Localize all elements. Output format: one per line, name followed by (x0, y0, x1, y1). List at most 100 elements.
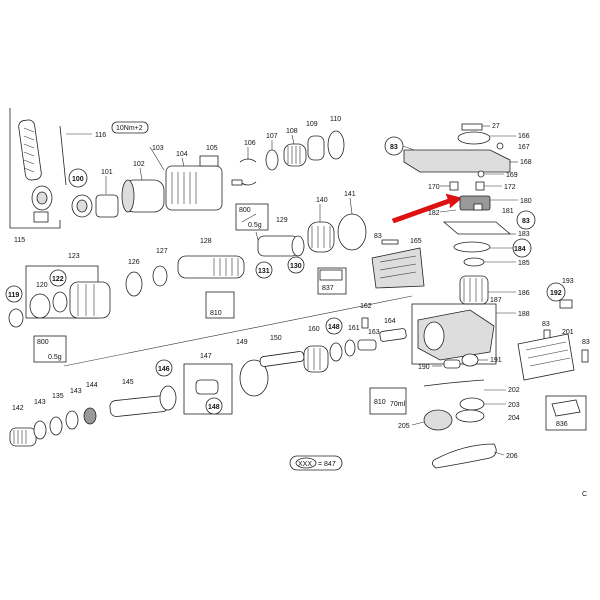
label-116: 116 (95, 132, 106, 139)
part-150 (259, 351, 305, 367)
part-206 (432, 443, 497, 469)
torque-note: 10Nm+2 (116, 125, 143, 132)
label-190: 190 (418, 364, 430, 371)
part-172 (475, 181, 485, 191)
part-201 (517, 333, 575, 381)
footer-mark: C (582, 491, 587, 498)
part-110 (327, 130, 345, 160)
label-83-e: 83 (582, 339, 590, 346)
label-143-a: 143 (34, 399, 46, 406)
part-141 (337, 213, 367, 251)
label-126: 126 (128, 259, 140, 266)
part-202 (423, 379, 485, 387)
callout-146 (155, 359, 173, 377)
label-164: 164 (384, 318, 396, 325)
part-167 (496, 142, 504, 150)
part-105 (199, 155, 219, 167)
callout-130 (287, 256, 305, 274)
label-203: 203 (508, 402, 520, 409)
label-161: 161 (348, 325, 360, 332)
label-147: 147 (200, 353, 212, 360)
label-837: 837 (322, 285, 334, 292)
part-127 (152, 265, 168, 287)
label-183: 183 (518, 231, 530, 238)
part-104 (165, 165, 223, 211)
label-186: 186 (518, 290, 530, 297)
label-201: 201 (562, 329, 574, 336)
torque-note-box (111, 121, 149, 134)
part-162 (361, 317, 369, 329)
label-187: 187 (490, 297, 502, 304)
label-83-b: 83 (522, 218, 530, 225)
label-192: 192 (550, 290, 562, 297)
label-110: 110 (330, 116, 341, 123)
part-100-circle (68, 168, 88, 188)
part-126 (125, 271, 143, 297)
label-102: 102 (133, 161, 145, 168)
part-169 (477, 170, 485, 178)
grease-box-2 (33, 335, 67, 363)
part-836 (551, 399, 581, 417)
label-148-a: 148 (208, 404, 220, 411)
label-143-b: 143 (70, 388, 82, 395)
label-105: 105 (206, 145, 218, 152)
label-104: 104 (176, 151, 188, 158)
part-183 (442, 221, 512, 235)
part-184 (453, 241, 491, 253)
label-193: 193 (562, 278, 574, 285)
part-140 (307, 221, 335, 253)
label-131: 131 (258, 268, 270, 275)
label-184: 184 (514, 246, 526, 253)
label-810-a: 810 (210, 310, 222, 317)
part-135 (49, 416, 63, 436)
part-185 (463, 257, 485, 267)
callout-148-b (325, 317, 343, 335)
part-161 (344, 339, 356, 357)
part-147 (195, 379, 219, 395)
label-140: 140 (316, 197, 328, 204)
part-163 (357, 339, 377, 351)
label-103: 103 (152, 145, 164, 152)
part-164 (379, 328, 407, 342)
label-202: 202 (508, 387, 520, 394)
label-107: 107 (266, 133, 278, 140)
label-106: 106 (244, 140, 256, 147)
label-127: 127 (156, 248, 168, 255)
part-148-b (329, 342, 343, 362)
label-128: 128 (200, 238, 212, 245)
label-165: 165 (410, 238, 422, 245)
label-169: 169 (506, 172, 518, 179)
label-100: 100 (72, 176, 84, 183)
grease-box-1 (235, 203, 269, 231)
label-27: 27 (492, 123, 500, 130)
callout-192 (546, 282, 566, 302)
label-191: 191 (490, 357, 502, 364)
label-172: 172 (504, 184, 516, 191)
part-168 (403, 149, 511, 173)
part-193 (559, 299, 573, 309)
part-146 (159, 385, 177, 411)
part-181 (473, 203, 483, 211)
part-205 (423, 409, 453, 431)
part-122 (52, 291, 68, 313)
label-185: 185 (518, 260, 530, 267)
legend-box (289, 455, 343, 471)
group-147 (183, 363, 233, 415)
label-163: 163 (368, 329, 380, 336)
label-145: 145 (122, 379, 134, 386)
label-144: 144 (86, 382, 98, 389)
part-143-a (33, 420, 47, 440)
part-83-pin (381, 239, 399, 245)
label-204: 204 (508, 415, 520, 422)
grease-qty-1: 0.5g (248, 222, 262, 229)
part-108 (283, 143, 307, 167)
label-205: 205 (398, 423, 410, 430)
label-130: 130 (290, 263, 302, 270)
grease-code-1: 800 (239, 207, 251, 214)
label-166: 166 (518, 133, 530, 140)
label-101: 101 (101, 169, 113, 176)
oil-code: 810 (374, 399, 386, 406)
part-120 (29, 293, 51, 319)
oil-box-2 (369, 387, 407, 415)
